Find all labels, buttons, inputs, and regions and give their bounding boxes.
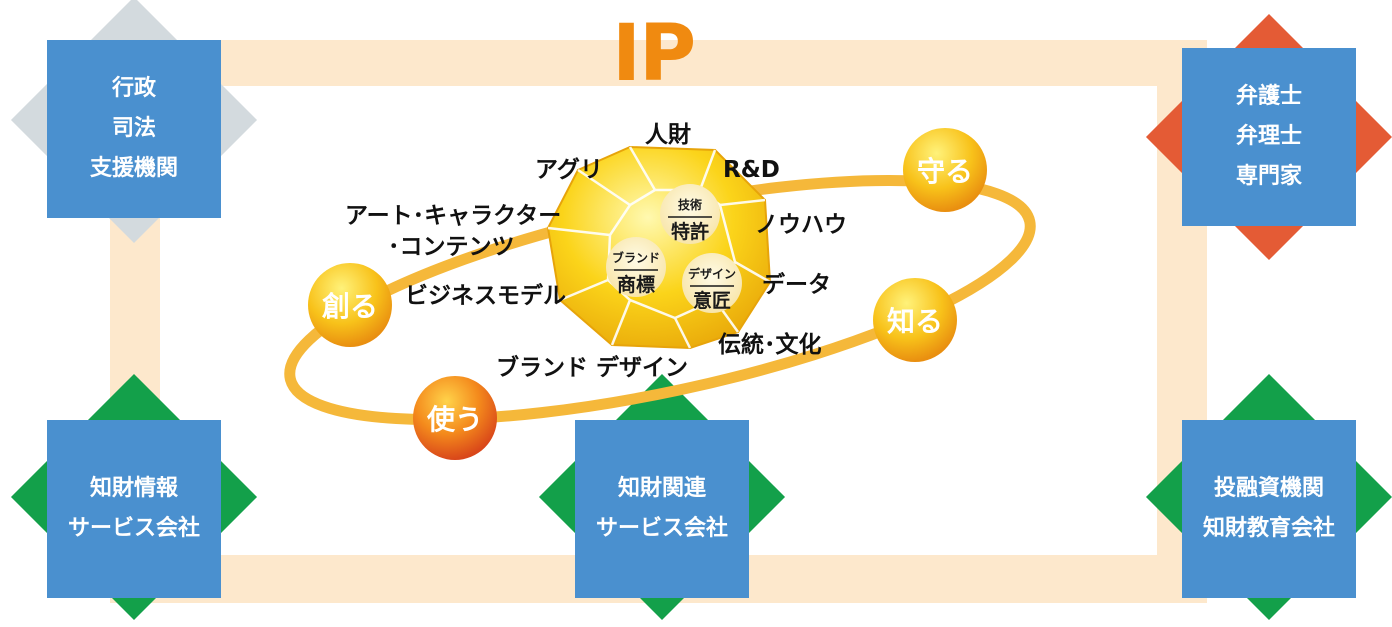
core-brand-small: ブランド (612, 250, 660, 265)
action-create-label: 創る (322, 290, 378, 323)
action-create: 創る (308, 263, 392, 347)
stakeholder-label: サービス会社 (67, 516, 200, 541)
asset-agri: アグリ (535, 156, 603, 183)
asset-art-character: アート･キャラクター (345, 203, 561, 229)
asset-talent: 人財 (645, 122, 691, 148)
asset-business-model: ビジネスモデル (405, 282, 566, 309)
core-tech-small: 技術 (678, 197, 702, 212)
action-protect: 守る (903, 128, 987, 212)
stakeholder-label: 知財教育会社 (1202, 516, 1335, 541)
frame-top-band (110, 40, 1207, 86)
stakeholder-ip-service-box: 知財関連 サービス会社 (575, 420, 749, 598)
ip-title: IP (612, 9, 696, 99)
stakeholder-label: 知財情報 (89, 476, 178, 501)
stakeholder-lawyers-box: 弁護士 弁理士 専門家 (1182, 48, 1356, 226)
stakeholder-label: 投融資機関 (1213, 476, 1324, 501)
core-design-small: デザイン (688, 266, 736, 281)
stakeholder-ip-info-box: 知財情報 サービス会社 (47, 420, 221, 598)
stakeholder-label: 弁理士 (1235, 124, 1302, 149)
action-use: 使う (413, 376, 497, 460)
core-design-right: 意匠 (693, 289, 731, 312)
stakeholder-label: サービス会社 (595, 516, 728, 541)
asset-data: データ (762, 271, 831, 298)
stakeholder-label: 弁護士 (1235, 84, 1302, 109)
core-gem: 技術 特許 ブランド 商標 デザイン 意匠 (546, 145, 772, 350)
stakeholder-finance-box: 投融資機関 知財教育会社 (1182, 420, 1356, 598)
stakeholder-label: 支援機関 (89, 156, 178, 181)
action-use-label: 使う (426, 403, 483, 436)
core-patent: 特許 (671, 220, 709, 243)
asset-brand-design: ブランド デザイン (496, 354, 688, 381)
asset-knowhow: ノウハウ (755, 212, 847, 238)
asset-rd: R&D (723, 157, 780, 183)
action-know-label: 知る (887, 305, 943, 338)
stakeholder-label: 専門家 (1235, 164, 1302, 189)
asset-tradition-culture: 伝統･文化 (718, 331, 822, 358)
stakeholder-label: 司法 (111, 116, 156, 141)
core-trademark: 商標 (617, 273, 655, 296)
stakeholder-label: 知財関連 (617, 476, 706, 501)
asset-content: ･コンテンツ (388, 234, 515, 260)
action-protect-label: 守る (917, 155, 973, 188)
action-know: 知る (873, 278, 957, 362)
stakeholder-label: 行政 (111, 76, 156, 101)
stakeholder-government-box: 行政 司法 支援機関 (47, 40, 221, 218)
